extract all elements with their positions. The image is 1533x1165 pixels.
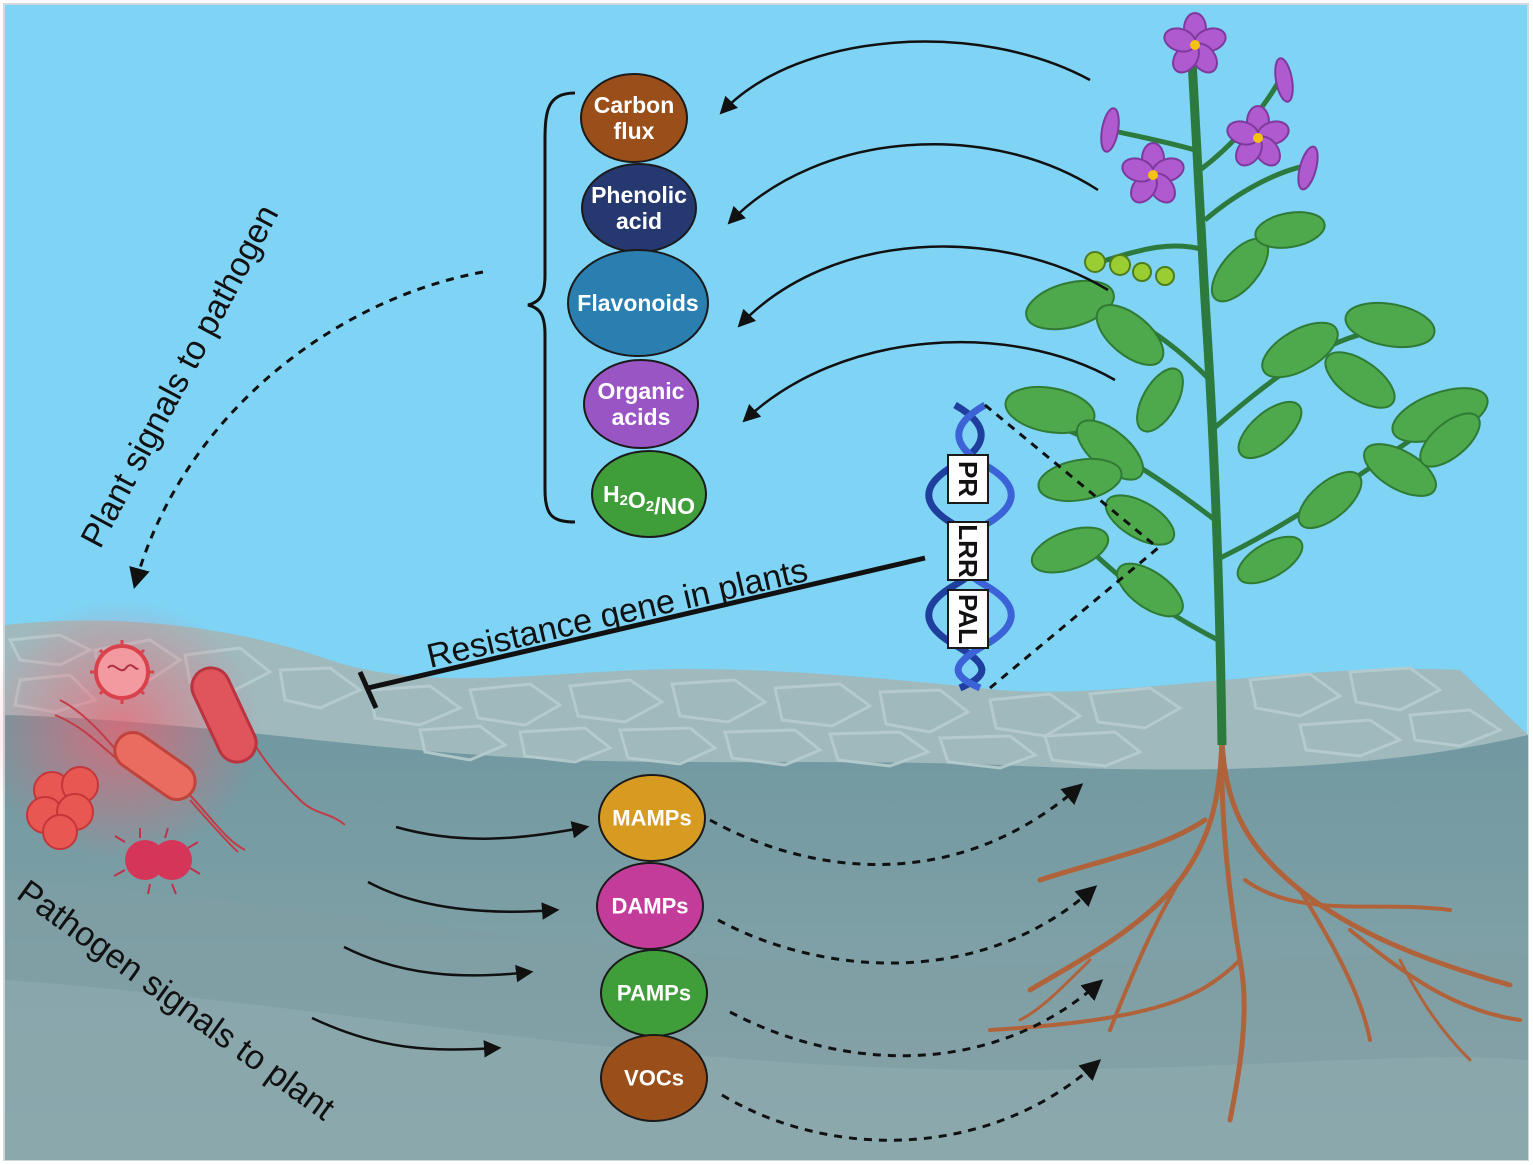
resistance-inhibition-line: [357, 555, 926, 710]
virus-icon: [90, 640, 154, 704]
fruits: [1084, 251, 1175, 286]
rod-bacterium-icon: [190, 666, 346, 826]
plant-signal-molecules: CarbonfluxPhenolicacidFlavonoidsOrganica…: [567, 73, 709, 538]
molecule-label: Carbon: [594, 92, 675, 118]
molecule-label: acid: [616, 208, 662, 234]
molecule-oval: [567, 249, 709, 357]
flowers: [1100, 12, 1319, 204]
molecule-vocs: VOCs: [600, 1034, 708, 1122]
molecule-oval: [583, 359, 699, 449]
molecule-oval: [580, 73, 688, 163]
molecule-label: MAMPs: [612, 806, 691, 831]
molecule-label: flux: [614, 118, 655, 144]
leaves: [1004, 211, 1489, 618]
molecule-label: Phenolic: [591, 182, 687, 208]
flower-bud-icon: [1100, 107, 1120, 153]
grouping-brace: [527, 91, 576, 524]
dna-zoom-lines: [984, 403, 1159, 690]
molecule-label: acids: [612, 404, 671, 430]
molecule-oval: [598, 774, 706, 862]
plant-illustration: [988, 12, 1522, 1123]
molecule-oval: [591, 450, 707, 538]
molecule-mamps: MAMPs: [598, 774, 706, 862]
stem: [1187, 59, 1227, 746]
plant-signal-arrows: [719, 40, 1116, 423]
molecule-label: VOCs: [624, 1066, 684, 1091]
pathogen-signal-arrows: [311, 821, 590, 1058]
diplococcus-icon: [113, 827, 201, 895]
pathogens: [0, 600, 346, 895]
molecule-label: Flavonoids: [577, 290, 698, 316]
molecule-to-root-arrows: [709, 783, 1104, 1142]
molecule-damps: DAMPs: [596, 862, 704, 950]
soil: [5, 698, 1528, 1160]
gene-lrr: LRR: [947, 521, 989, 581]
molecule-flavonoids: Flavonoids: [567, 249, 709, 357]
flower-icon: [1226, 105, 1290, 167]
molecule-h2o2-no: H2O2/NO: [591, 450, 707, 538]
gene-label: PR: [953, 461, 983, 497]
gene-label: LRR: [953, 524, 983, 578]
gene-box: [947, 521, 989, 581]
molecule-label: H2O2/NO: [603, 481, 695, 519]
molecule-oval: [596, 862, 704, 950]
flower-icon: [1121, 142, 1185, 204]
roots: [988, 737, 1522, 1123]
flagellated-bacterium-icon: [54, 699, 246, 853]
flower-bud-icon: [1297, 145, 1319, 191]
gene-box: [947, 589, 989, 649]
molecule-label: DAMPs: [611, 894, 688, 919]
gene-box: [947, 454, 989, 504]
molecule-label: Organic: [598, 378, 685, 404]
molecule-oval: [600, 1034, 708, 1122]
plant-to-pathogen-arrow: [129, 270, 484, 590]
resistance-gene-boxes: PR LRR PAL: [947, 454, 989, 649]
gene-label: PAL: [953, 594, 983, 644]
flower-icon: [1163, 12, 1227, 74]
flower-bud-icon: [1274, 57, 1294, 103]
gene-pr: PR: [947, 454, 989, 504]
coccus-cluster-icon: [26, 766, 99, 850]
gene-pal: PAL: [947, 589, 989, 649]
molecule-pamps: PAMPs: [600, 949, 708, 1037]
molecule-label: PAMPs: [617, 981, 691, 1006]
